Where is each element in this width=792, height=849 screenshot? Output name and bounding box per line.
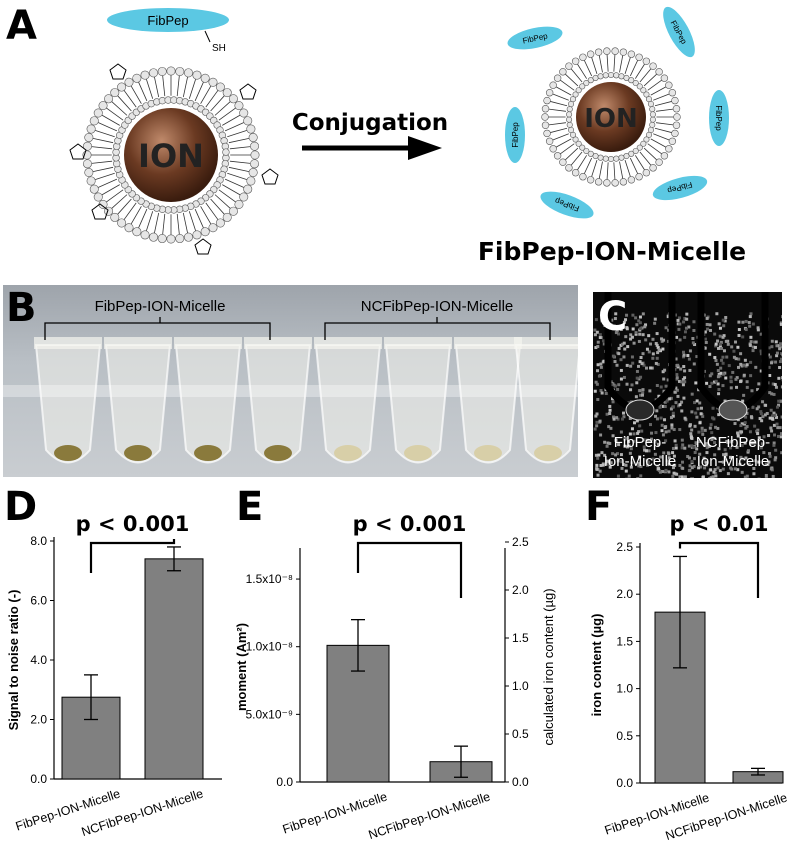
y-tick-label: 2.5 [616, 540, 633, 554]
y2-tick-label: 1.5 [512, 631, 529, 645]
y-tick-label: 1.5 [616, 634, 633, 648]
y-tick-label: 0.0 [30, 772, 47, 786]
y-tick-label: 5.0x10⁻⁹ [245, 707, 293, 721]
significance-bracket [680, 543, 758, 598]
y-tick-label: 2.0 [616, 587, 633, 601]
y2-tick-label: 1.0 [512, 679, 529, 693]
significance-label: p < 0.001 [76, 512, 190, 536]
y2-label: calculated iron content (µg) [541, 588, 556, 745]
panel-d-letter: D [4, 487, 37, 527]
y2-tick-label: 0.0 [512, 775, 529, 789]
y-tick-label: 2.0 [30, 713, 47, 727]
significance-label: p < 0.001 [353, 512, 467, 536]
chart-F: 0.00.51.01.52.02.5iron content (µg)FibPe… [589, 512, 789, 843]
significance-bracket [358, 543, 461, 598]
y-tick-label: 4.0 [30, 653, 47, 667]
bar [145, 559, 203, 779]
significance-label: p < 0.01 [669, 512, 768, 536]
y-tick-label: 1.0x10⁻⁸ [246, 640, 293, 654]
y-label: Signal to noise ratio (-) [6, 590, 21, 731]
y-tick-label: 8.0 [30, 534, 47, 548]
y-tick-label: 0.0 [276, 775, 293, 789]
chart-D: 0.0 2.0 4.0 6.0 8.0Signal to noise ratio (-)… [6, 512, 222, 839]
y2-tick-label: 2.0 [512, 583, 529, 597]
y-tick-label: 1.5x10⁻⁸ [246, 572, 293, 586]
panel-e-letter: E [236, 487, 263, 527]
y-label: iron content (µg) [589, 614, 604, 717]
y-tick-label: 1.0 [616, 682, 633, 696]
y-tick-label: 0.5 [616, 729, 633, 743]
y2-tick-label: 2.5 [512, 535, 529, 549]
y2-tick-label: 0.5 [512, 727, 529, 741]
y-label: moment (Am²) [234, 623, 249, 711]
y-tick-label: 0.0 [616, 776, 633, 790]
chart-E: 0.0 5.0x10⁻⁹ 1.0x10⁻⁸ 1.5x10⁻⁸ 0.0 0.5 1.0 1.5 2… [234, 512, 556, 842]
panel-f-letter: F [585, 487, 612, 527]
y-tick-label: 6.0 [30, 594, 47, 608]
